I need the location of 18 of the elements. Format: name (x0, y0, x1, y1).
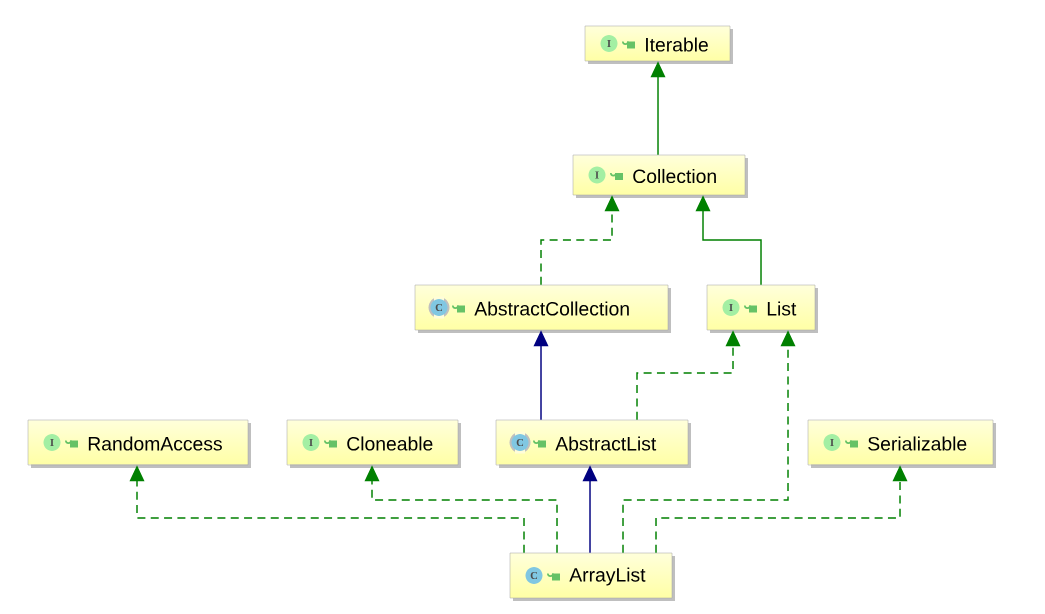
class-box (27, 419, 251, 468)
class-box (572, 154, 748, 198)
class-box (706, 284, 818, 333)
class-name: RandomAccess (88, 436, 222, 451)
class-name: List (767, 301, 797, 316)
class-name: Collection (633, 168, 716, 184)
class-name: Serializable (868, 436, 967, 451)
class-box (495, 419, 691, 468)
class-name: AbstractCollection (474, 301, 629, 316)
class-name: ArrayList (569, 567, 646, 586)
class-box (509, 552, 675, 601)
class-box (286, 419, 461, 468)
class-box (414, 284, 671, 333)
class-name: Iterable (646, 37, 708, 52)
class-name: Cloneable (347, 436, 433, 451)
class-name: AbstractList (555, 436, 657, 451)
class-box (807, 419, 996, 468)
class-box (584, 25, 733, 64)
